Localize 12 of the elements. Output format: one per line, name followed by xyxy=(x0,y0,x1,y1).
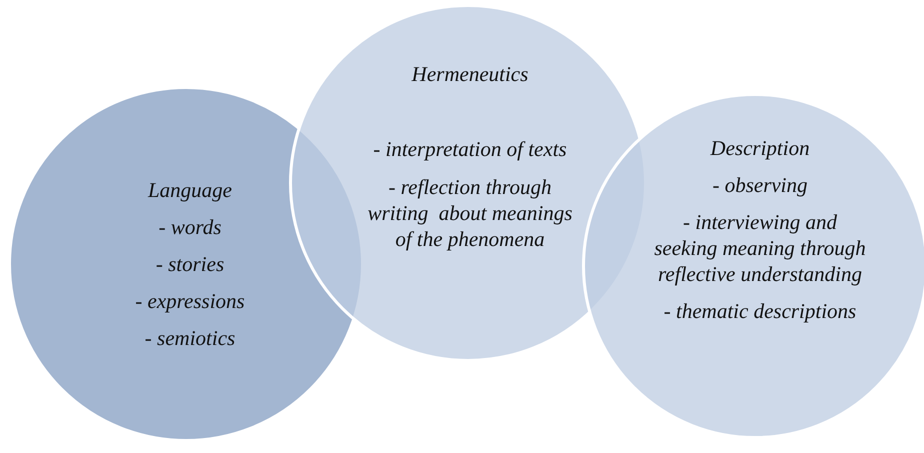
list-item: - thematic descriptions xyxy=(664,298,856,324)
list-item: - observing xyxy=(712,172,808,198)
list-item: - stories xyxy=(156,251,224,277)
list-item: - interpretation of texts xyxy=(373,136,567,162)
circle-heading: Language xyxy=(148,177,232,203)
circle-heading: Hermeneutics xyxy=(412,61,528,87)
list-item: - expressions xyxy=(135,288,245,314)
list-item: - semiotics xyxy=(144,325,236,351)
list-item: - words xyxy=(158,214,222,240)
list-item: - reflection through writing about meanings of the phenomena xyxy=(366,174,574,252)
list-item: - interviewing and seeking meaning through reflective understanding xyxy=(653,209,867,287)
circle-heading: Description xyxy=(710,135,810,161)
